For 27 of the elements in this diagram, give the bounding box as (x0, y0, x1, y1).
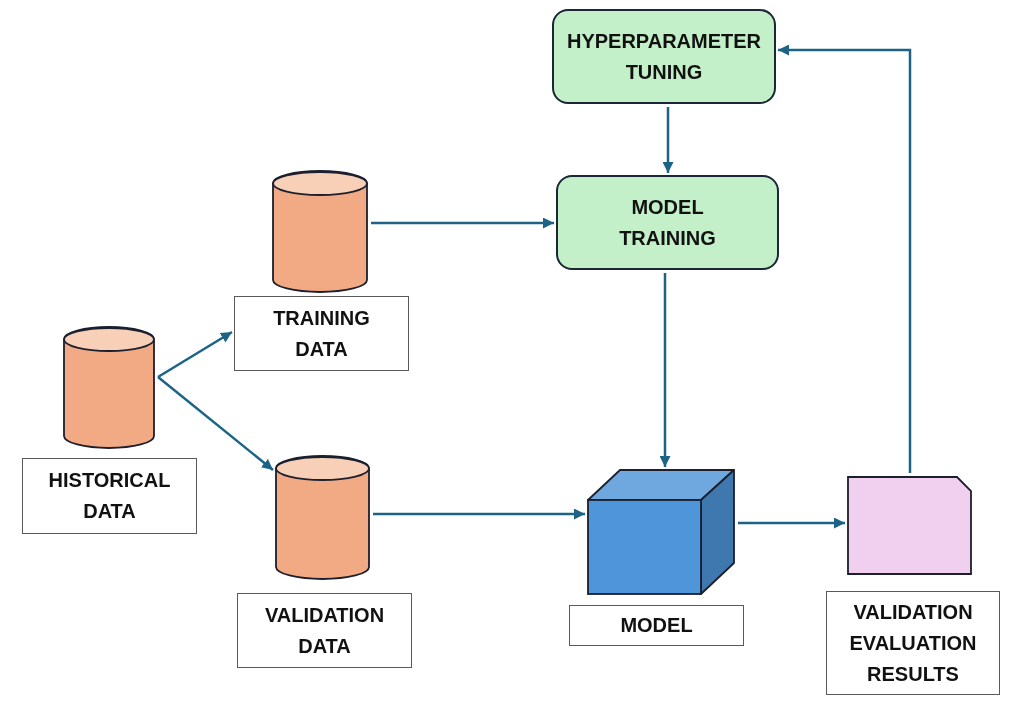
caption-text: VALIDATION DATA (263, 602, 386, 659)
arrow (778, 44, 912, 473)
caption-box (237, 593, 412, 668)
process-label: MODEL TRAINING (618, 194, 717, 251)
database-cylinder (63, 327, 155, 449)
arrow (373, 508, 585, 520)
arrow (662, 107, 674, 173)
arrow (157, 330, 233, 379)
arrow (659, 273, 671, 467)
caption-text: TRAINING DATA (272, 305, 371, 362)
arrow (371, 217, 554, 229)
caption-box (22, 458, 197, 534)
process-label: HYPERPARAMETER TUNING (565, 28, 763, 85)
process-box (556, 175, 779, 270)
database-cylinder (272, 171, 368, 293)
caption-box (826, 591, 1000, 695)
process-box (552, 9, 776, 104)
database-cylinder (275, 456, 370, 580)
arrow (738, 517, 845, 529)
arrow (157, 376, 274, 471)
result-document (847, 476, 972, 575)
caption-box (234, 296, 409, 371)
caption-text: VALIDATION EVALUATION RESULTS (848, 599, 978, 687)
model-cube (587, 469, 735, 595)
caption-text: HISTORICAL DATA (47, 468, 172, 524)
caption-text: MODEL (620, 613, 693, 638)
caption-box (569, 605, 744, 646)
